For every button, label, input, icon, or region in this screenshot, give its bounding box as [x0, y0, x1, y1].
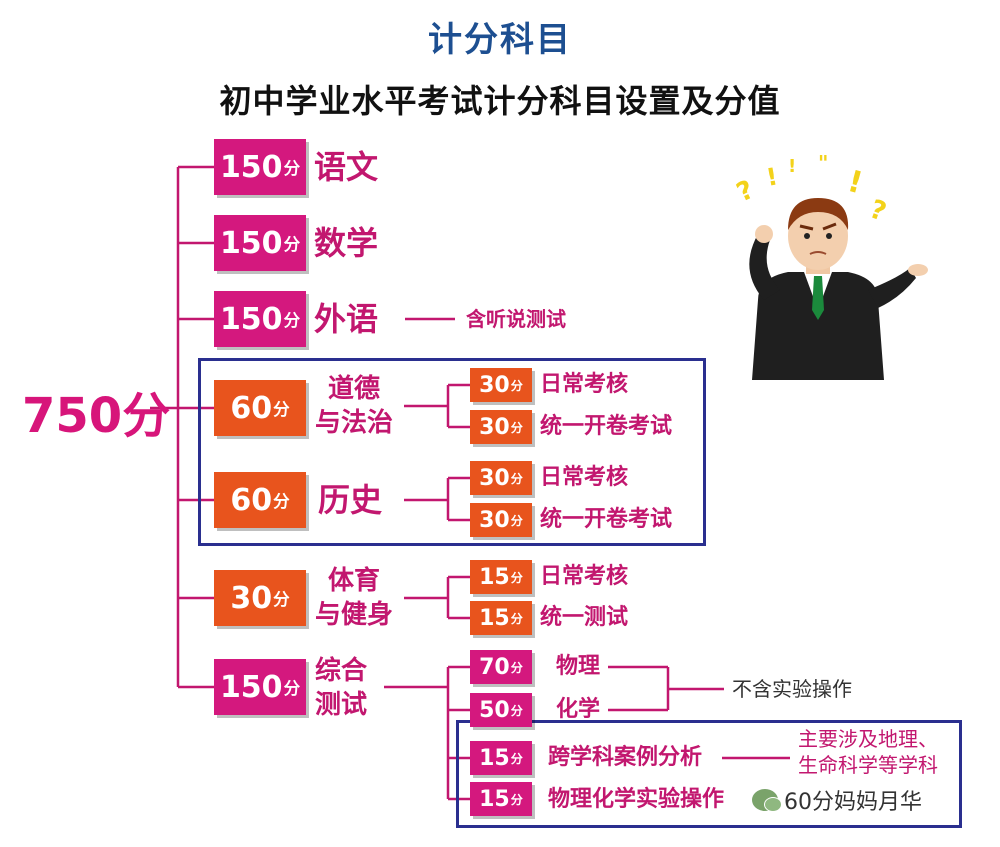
svg-text:?: ?	[866, 194, 890, 227]
lab-operation-label: 物理化学实验操作	[548, 787, 725, 812]
foreign-note: 含听说测试	[466, 307, 566, 331]
comprehensive-score: 150	[219, 669, 283, 705]
watermark-text: 60分妈妈月华	[784, 790, 922, 815]
comprehensive-label: 综合 测试	[298, 654, 384, 722]
unit-label: 分	[283, 235, 301, 254]
cross-subject-note: 主要涉及地理、 生命科学等学科	[798, 726, 938, 778]
morality-score: 60	[230, 390, 273, 426]
extra-test-frame	[456, 720, 962, 828]
unit-label: 分	[510, 378, 523, 393]
unit-label: 分	[283, 679, 301, 698]
lab-exclusion-note: 不含实验操作	[732, 677, 852, 701]
unit-label: 分	[510, 570, 523, 585]
humanities-frame	[198, 358, 706, 546]
unit-label: 分	[273, 400, 290, 419]
svg-text:!: !	[844, 164, 866, 201]
unit-label: 分	[510, 660, 523, 675]
chinese-label: 语文	[314, 148, 379, 186]
pe-score: 30	[230, 580, 273, 616]
page-title: 计分科目	[428, 20, 572, 60]
foreign-label: 外语	[314, 300, 379, 338]
history-score: 60	[230, 482, 273, 518]
cross-subject-label: 跨学科案例分析	[548, 745, 703, 770]
unit-label: 分	[510, 751, 523, 766]
history-part2-score: 30	[479, 507, 510, 533]
morality-part1-score: 30	[479, 372, 510, 398]
chemistry-label: 化学	[556, 697, 601, 722]
svg-text:?: ?	[732, 175, 758, 209]
chinese-score: 150	[219, 149, 283, 185]
pe-part1-score: 15	[479, 564, 510, 590]
unit-label: 分	[283, 311, 301, 330]
svg-text:!: !	[764, 162, 780, 191]
foreign-score: 150	[219, 301, 283, 337]
pe-part2-label: 统一测试	[540, 605, 629, 630]
comprehensive-label-line1: 综合	[314, 656, 367, 686]
unit-label: 分	[510, 471, 523, 486]
wechat-icon	[752, 789, 782, 812]
morality-part2-score: 30	[479, 414, 510, 440]
total-score: 750分	[22, 388, 171, 444]
pe-part2-score: 15	[479, 605, 510, 631]
history-part1-label: 日常考核	[540, 465, 629, 490]
unit-label: 分	[510, 611, 523, 626]
history-part1-score: 30	[479, 465, 510, 491]
confused-man-illustration: ? ! ! " ! ?	[732, 151, 928, 380]
page-subtitle: 初中学业水平考试计分科目设置及分值	[219, 82, 781, 120]
history-label: 历史	[318, 481, 383, 519]
unit-label: 分	[510, 513, 523, 528]
morality-label-line1: 道德	[327, 374, 380, 404]
unit-label: 分	[510, 703, 523, 718]
unit-label: 分	[273, 590, 290, 609]
chemistry-score: 50	[479, 697, 510, 723]
pe-part1-label: 日常考核	[540, 564, 629, 589]
pe-label-line1: 体育	[327, 566, 380, 596]
svg-text:!: !	[788, 156, 796, 177]
history-part2-label: 统一开卷考试	[540, 507, 673, 532]
physics-score: 70	[479, 654, 510, 680]
math-score: 150	[219, 225, 283, 261]
morality-part2-label: 统一开卷考试	[540, 414, 673, 439]
pe-label: 体育 与健身	[304, 564, 404, 632]
morality-label-line2: 与法治	[314, 408, 393, 438]
physics-label: 物理	[556, 654, 601, 679]
unit-label: 分	[273, 492, 290, 511]
watermark: 60分妈妈月华	[752, 784, 922, 816]
math-label: 数学	[314, 224, 379, 262]
morality-label: 道德 与法治	[304, 372, 404, 440]
lab-operation-score: 15	[479, 786, 510, 812]
comprehensive-label-line2: 测试	[314, 690, 367, 720]
unit-label: 分	[510, 420, 523, 435]
unit-label: 分	[283, 159, 301, 178]
morality-part1-label: 日常考核	[540, 372, 629, 397]
cross-subject-note-line2: 生命科学等学科	[798, 753, 938, 777]
cross-subject-note-line1: 主要涉及地理、	[798, 727, 938, 751]
svg-text:": "	[818, 151, 828, 175]
unit-label: 分	[510, 792, 523, 807]
cross-subject-score: 15	[479, 745, 510, 771]
pe-label-line2: 与健身	[314, 600, 393, 630]
